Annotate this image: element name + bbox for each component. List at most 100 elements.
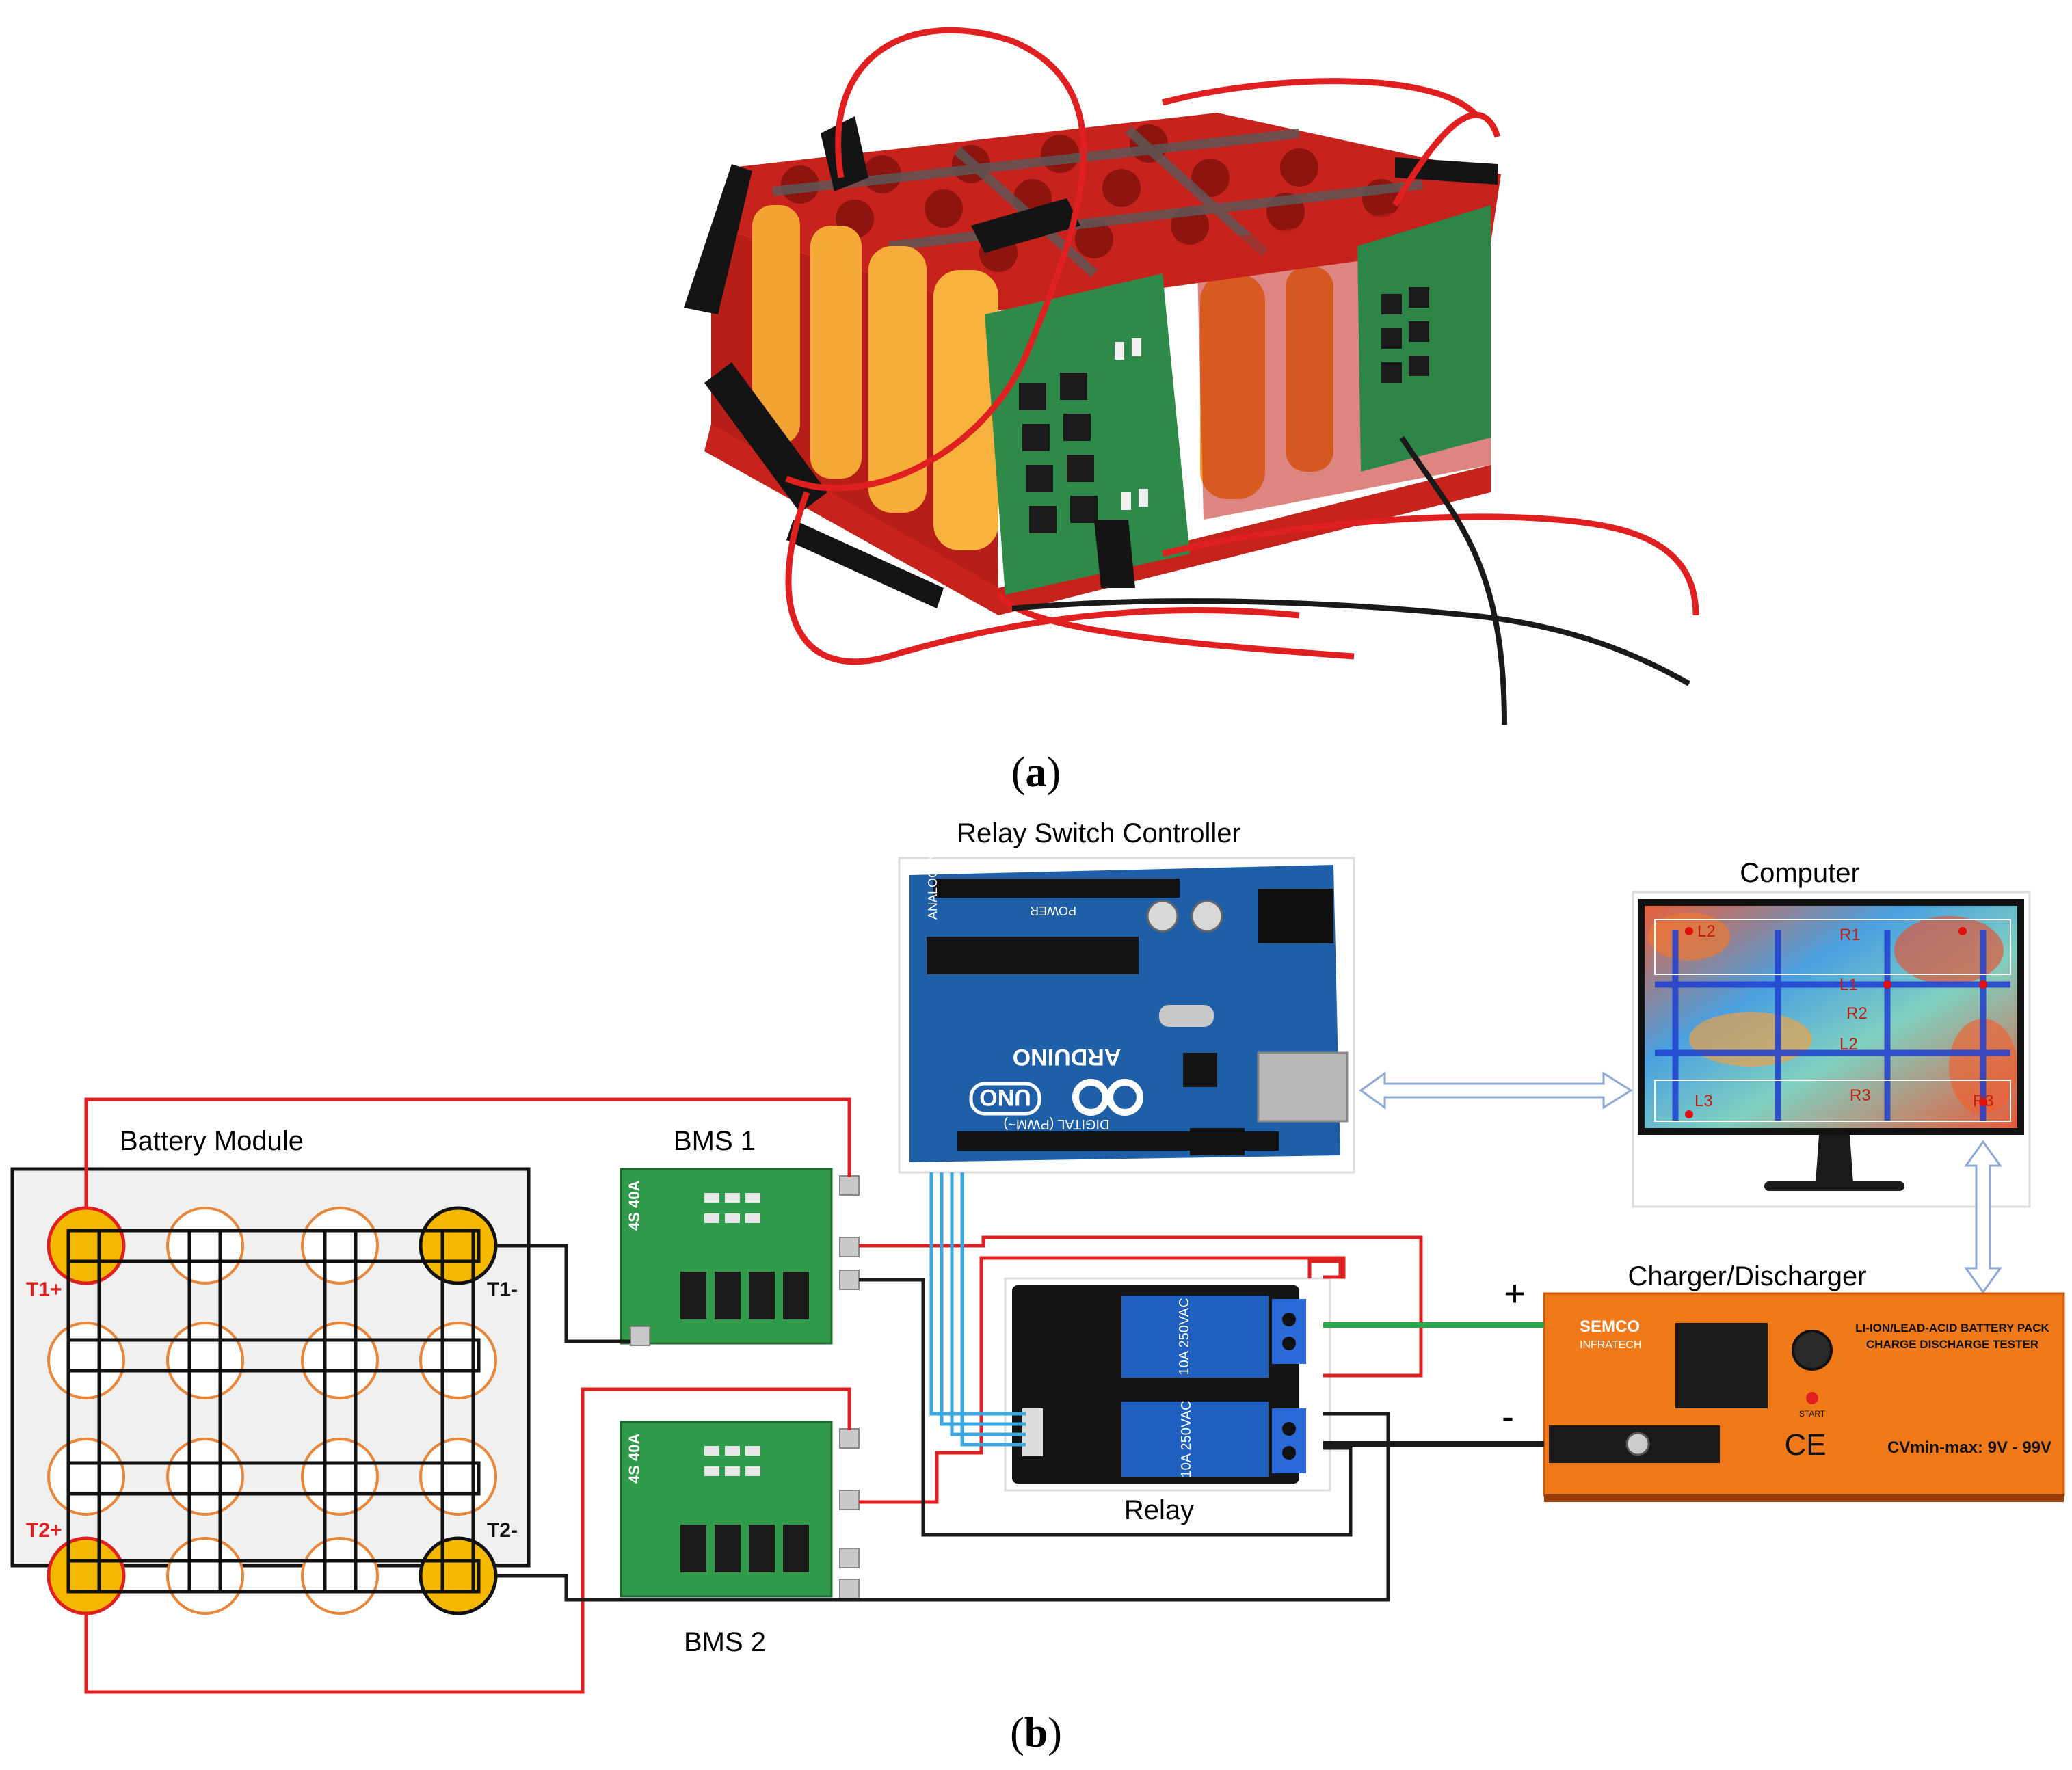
arduino-chip [927,937,1139,974]
wire-bms2-neg-to-relay [849,1412,1390,1602]
terminal-t1-minus [419,1206,498,1285]
arduino-icsp [1190,1128,1245,1155]
caption-b-close: ) [1048,1710,1062,1756]
arduino-power-text: POWER [1030,904,1076,917]
screen-marker-5: L2 [1839,1035,1858,1054]
cell-r3-c3 [301,1438,379,1516]
terminal-t2-minus [419,1536,498,1615]
cell-r4-c3 [301,1537,379,1615]
caption-b-letter: b [1024,1710,1048,1756]
red-wires [84,1097,1423,1694]
label-t1-plus: T1+ [26,1278,62,1301]
relay2-rating-text: 10A 250VAC [1179,1400,1194,1477]
arduino-board: ARDUINO UNO DIGITAL (PWM~) ANALOG IN POW… [898,853,1355,1174]
heatmap-zone-boxes [1654,919,2011,1122]
caption-a-close: ) [1047,749,1061,796]
cell-r2-c1 [47,1322,125,1399]
caption-a-open: ( [1011,749,1026,796]
arduino-uno-text: UNO [979,1084,1031,1110]
caption-b-open: ( [1010,1710,1024,1756]
relay-module: 10A 250VAC 10A 250VAC [1004,1277,1331,1492]
wire-t2plus-to-bms2 [84,1387,851,1694]
wire-bms1-neg-to-relay [859,1278,1353,1537]
cell-r2-c4 [419,1322,497,1399]
charger-ce-mark: CE [1784,1428,1826,1462]
wire-t1minus-to-bms1 [496,1244,630,1343]
label-t2-plus: T2+ [26,1519,62,1542]
signal-wire-1 [929,1172,1026,1416]
bms2-rating-text: 4S 40A [626,1434,643,1484]
arduino-analog-text: ANALOG IN [926,853,940,920]
pack-black-wires [1011,435,1690,725]
signal-wire-4 [960,1172,1026,1447]
arduino-infinity-logo [1072,1079,1143,1116]
bms2-board: 4S 40A [620,1421,860,1599]
relay1-rating-text: 10A 250VAC [1177,1298,1192,1375]
terminal-t1-plus [47,1206,126,1285]
signal-wire-2 [940,1172,1026,1426]
label-bms2: BMS 2 [684,1627,766,1657]
label-charger-discharger: Charger/Discharger [1628,1261,1866,1291]
label-charger-plus: + [1504,1273,1526,1314]
bms1-rating-text: 4S 40A [626,1181,643,1231]
black-tape [684,116,1498,608]
wire-t1plus-to-bms1 [84,1097,851,1208]
heatmap-grid [1655,930,2010,1121]
charger-start-text: START [1799,1409,1826,1419]
arduino-logo-text: ARDUINO [1013,1044,1121,1070]
screen-marker-7: R3 [1850,1086,1871,1105]
arduino-mcu [1183,1053,1217,1087]
cell-holder-bottom [704,424,1491,615]
charger-discharger-unit: START SEMCO INFRATECH LI-ION/LEAD-ACID B… [1543,1292,2065,1502]
screen-marker-6: L3 [1695,1092,1713,1110]
cell-r3-c1 [47,1438,125,1516]
arduino-capacitors [1146,900,1223,933]
pack-bms-rear [1357,205,1491,472]
label-computer: Computer [1740,858,1860,888]
wire-relay-loop [1307,1259,1342,1278]
cell-r1-c3 [301,1207,379,1285]
monitor-stand [1816,1135,1853,1183]
signal-wires [929,1172,1026,1447]
cell-r2-c3 [301,1322,379,1399]
computer-monitor: L2 R1 L1 R2 L2 L3 R3 R3 [1632,891,2031,1208]
caption-a-letter: a [1026,749,1047,796]
screen-marker-1: L2 [1697,922,1716,941]
battery-busbars [66,1229,481,1594]
label-bms1: BMS 1 [674,1126,756,1156]
arduino-crystal [1159,1005,1214,1027]
cell-r3-c2 [166,1438,244,1516]
front-cells [752,205,998,550]
wire-t2minus-to-bms2 [496,1574,849,1602]
caption-b: (b) [1010,1710,1062,1756]
relay-coils [1121,1296,1269,1477]
relay-pin-header [1022,1408,1043,1456]
cell-r2-c2 [166,1322,244,1399]
label-battery-module: Battery Module [120,1126,304,1156]
computer-charger-link-arrow [1964,1140,2002,1294]
signal-wire-3 [950,1172,1026,1436]
label-charger-minus: - [1502,1396,1514,1437]
arduino-digital-text: DIGITAL (PWM~) [1004,1116,1110,1131]
black-wires [496,1244,1390,1602]
screen-marker-3: L1 [1839,976,1858,994]
cell-r1-c2 [166,1207,244,1285]
battery-cells [47,1207,497,1615]
battery-module: T1+ T1- T2+ T2- [10,1167,531,1615]
pack-bms-front [985,273,1190,595]
relay-screw-terminals [1272,1299,1306,1473]
wire-bms2-to-relay [859,1256,1346,1504]
monitor-base [1764,1181,1904,1191]
bms1-board: 4S 40A [620,1168,860,1346]
label-relay: Relay [1124,1495,1194,1525]
arduino-usb-port [1257,1051,1349,1123]
charger-title-line1: LI-ION/LEAD-ACID BATTERY PACK [1855,1322,2049,1335]
charger-knob [1792,1330,1833,1371]
arduino-power-jack [1258,889,1333,943]
charger-brand-sub: INFRATECH [1580,1339,1641,1351]
charger-title-line2: CHARGE DISCHARGE TESTER [1866,1338,2038,1351]
battery-pack-photo [684,27,1699,725]
label-t1-minus: T1- [487,1278,518,1301]
label-relay-switch-controller: Relay Switch Controller [957,818,1241,848]
heatmap-dots [1685,927,1987,1118]
